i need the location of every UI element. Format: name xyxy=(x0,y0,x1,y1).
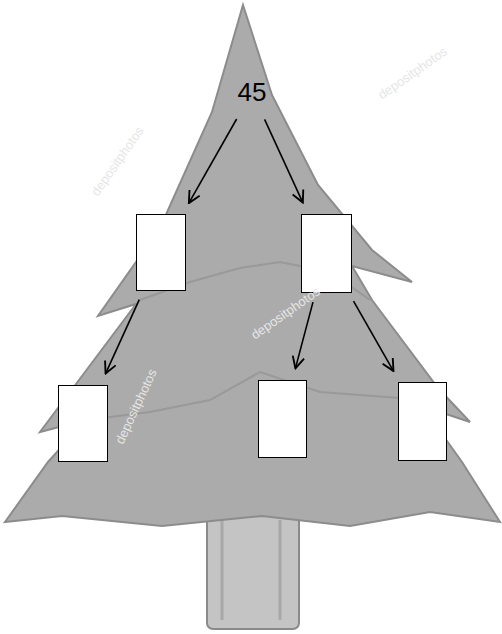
answer-box xyxy=(301,214,352,293)
root-number: 45 xyxy=(232,74,273,111)
tree-crown xyxy=(5,5,500,526)
trunk-stroke xyxy=(279,520,282,620)
answer-box xyxy=(398,382,447,461)
watermark: depositphotos xyxy=(88,124,147,199)
trunk-stroke xyxy=(221,520,224,620)
arrow-connector xyxy=(106,300,140,374)
watermark: depositphotos xyxy=(375,44,450,103)
arrow-connector xyxy=(265,119,303,202)
answer-box xyxy=(258,380,307,458)
arrow-connector xyxy=(354,301,394,371)
answer-box xyxy=(58,385,108,462)
arrow-connector xyxy=(189,119,237,203)
answer-box xyxy=(136,214,186,291)
node-text: 45 xyxy=(238,78,267,107)
tree-trunk xyxy=(207,505,299,629)
